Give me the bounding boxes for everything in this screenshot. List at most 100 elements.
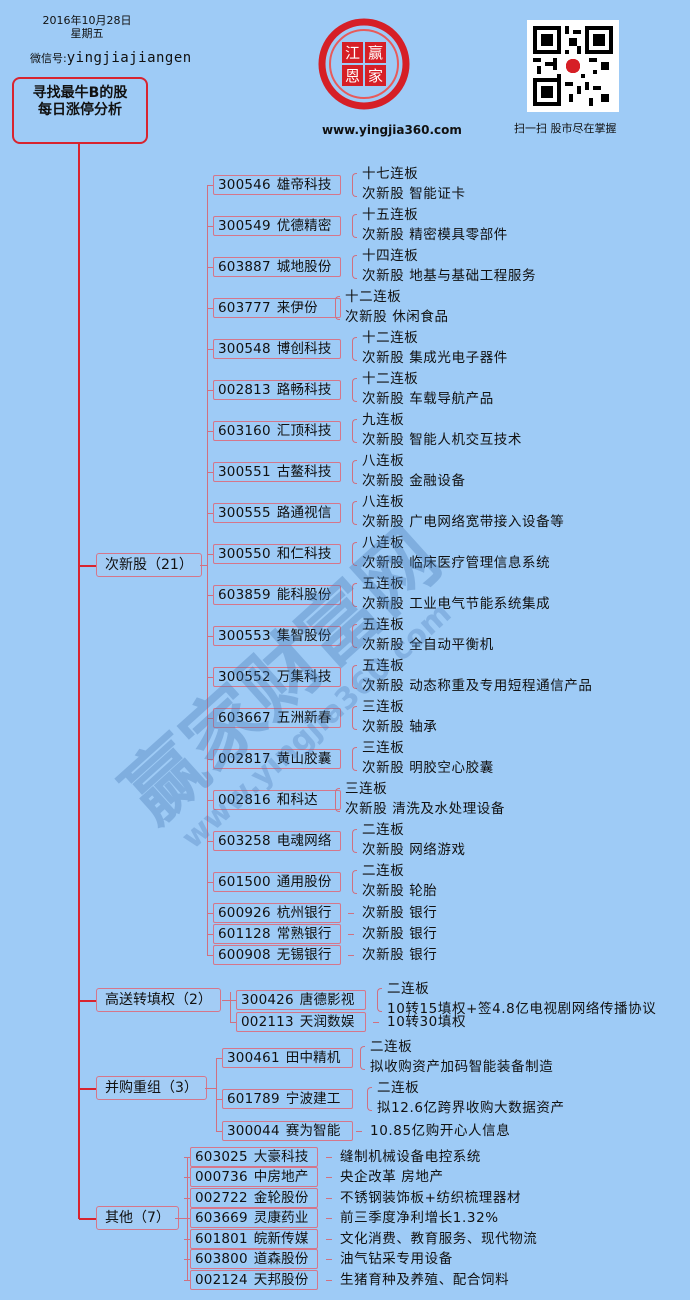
stock-theme: 次新股 智能证卡 xyxy=(362,186,466,202)
branch-line xyxy=(79,1218,96,1220)
category-mergers[interactable]: 并购重组（3） xyxy=(96,1076,207,1100)
stock-theme: 次新股 清洗及水处理设备 xyxy=(345,801,505,817)
connector-line xyxy=(230,992,231,1022)
brand-logo-icon: 江 赢 恩 家 xyxy=(318,18,410,110)
limit-up-streak: 十四连板 xyxy=(362,248,419,264)
stock-node[interactable]: 603025 大豪科技 xyxy=(190,1147,318,1167)
stock-name: 古鳌科技 xyxy=(276,464,332,480)
connector-line xyxy=(207,800,213,801)
category-others[interactable]: 其他（7） xyxy=(96,1206,179,1230)
stock-code: 603025 xyxy=(195,1149,248,1165)
qr-caption: 扫一扫 股市尽在掌握 xyxy=(514,122,617,135)
stock-theme: 次新股 轮胎 xyxy=(362,883,438,899)
connector-line xyxy=(184,1218,190,1219)
stock-theme: 次新股 明胶空心胶囊 xyxy=(362,760,494,776)
stock-theme: 次新股 银行 xyxy=(362,905,438,921)
stock-code: 002816 xyxy=(218,792,271,808)
stock-theme: 次新股 全自动平衡机 xyxy=(362,637,494,653)
note-bracket xyxy=(352,624,357,648)
connector-line xyxy=(175,1218,187,1219)
stock-theme: 次新股 临床医疗管理信息系统 xyxy=(362,555,551,571)
stock-theme: 油气钻采专用设备 xyxy=(340,1251,453,1267)
site-url-link[interactable]: www.yingjia360.com xyxy=(322,123,462,137)
connector-line xyxy=(326,1259,332,1260)
branch-line xyxy=(79,565,96,567)
stock-code: 600908 xyxy=(218,947,271,963)
note-bracket xyxy=(352,583,357,607)
limit-up-streak: 八连板 xyxy=(362,453,405,469)
stock-theme: 次新股 网络游戏 xyxy=(362,842,466,858)
connector-line xyxy=(207,472,213,473)
stock-name: 天邦股份 xyxy=(253,1272,309,1288)
stock-name: 中房地产 xyxy=(253,1169,309,1185)
connector-line xyxy=(184,1259,190,1260)
stock-name: 大豪科技 xyxy=(253,1149,309,1165)
connector-line xyxy=(216,1058,217,1131)
connector-line xyxy=(207,226,213,227)
stock-name: 雄帝科技 xyxy=(276,177,332,193)
stock-name: 天润数娱 xyxy=(299,1014,355,1030)
limit-up-streak: 三连板 xyxy=(345,781,388,797)
stock-name: 道森股份 xyxy=(253,1251,309,1267)
stock-theme: 次新股 地基与基础工程服务 xyxy=(362,268,537,284)
category-high-transfer[interactable]: 高送转填权（2） xyxy=(96,988,221,1012)
weekday-text: 星期五 xyxy=(70,27,104,40)
stock-name: 宁波建工 xyxy=(285,1091,341,1107)
stock-theme: 次新股 银行 xyxy=(362,947,438,963)
note-bracket xyxy=(360,1046,365,1070)
limit-up-streak: 五连板 xyxy=(362,658,405,674)
wechat-id: 微信号:yingjiajiangen xyxy=(30,50,192,66)
stock-code: 002113 xyxy=(241,1014,294,1030)
stock-theme: 10转30填权 xyxy=(387,1014,467,1030)
connector-line xyxy=(207,841,213,842)
connector-line xyxy=(348,913,354,914)
note-bracket xyxy=(352,829,357,853)
category-new-stocks[interactable]: 次新股（21） xyxy=(96,553,202,577)
stock-theme: 拟12.6亿跨界收购大数据资产 xyxy=(377,1100,565,1116)
svg-text:恩: 恩 xyxy=(345,67,360,85)
stock-node[interactable]: 002113 天润数娱 xyxy=(236,1012,366,1032)
stock-name: 常熟银行 xyxy=(276,926,332,942)
stock-name: 金轮股份 xyxy=(253,1190,309,1206)
svg-text:赢: 赢 xyxy=(368,44,383,62)
connector-line xyxy=(207,431,213,432)
note-bracket xyxy=(352,173,357,197)
stock-name: 路通视信 xyxy=(276,505,332,521)
stock-code: 300553 xyxy=(218,628,271,644)
note-bracket xyxy=(377,988,382,1012)
connector-line xyxy=(207,513,213,514)
connector-line xyxy=(348,934,354,935)
trunk-line xyxy=(78,143,80,1219)
